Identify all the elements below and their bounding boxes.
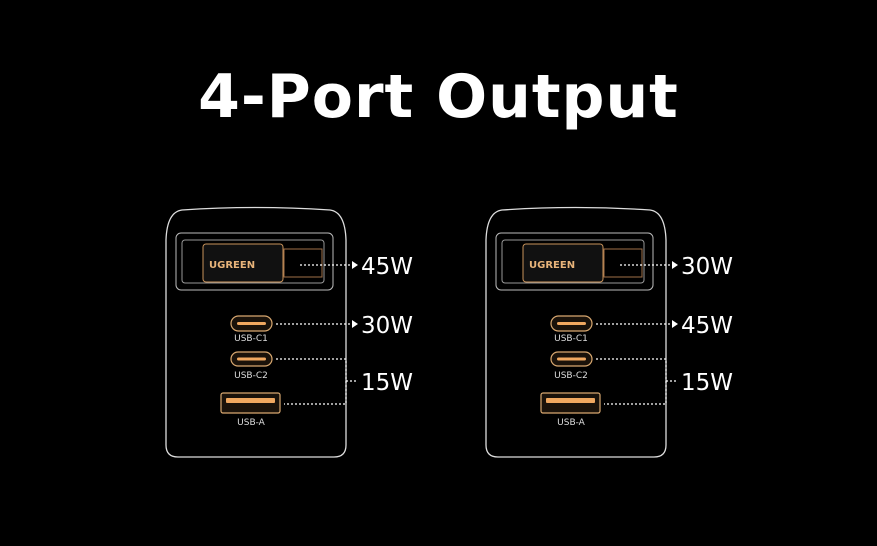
cable-slot-inner bbox=[181, 239, 325, 284]
charger-diagram: UGREEN 30W USB-C1 45W USB-C2 USB-A 15W bbox=[485, 206, 733, 458]
cable-slot-inner bbox=[501, 239, 645, 284]
shared-bracket bbox=[276, 358, 358, 405]
shared-bracket bbox=[596, 358, 678, 405]
page-title: 4-Port Output bbox=[198, 62, 679, 132]
cable-slot-outer bbox=[495, 232, 654, 291]
cable-watt: 30W bbox=[681, 254, 733, 280]
brand-logo: UGREEN bbox=[529, 260, 575, 271]
shared-watt: 15W bbox=[361, 370, 413, 396]
usb-c2-label: USB-C2 bbox=[234, 371, 268, 381]
cable-plug-body bbox=[522, 243, 604, 283]
shared-watt: 15W bbox=[681, 370, 733, 396]
charger-diagram: UGREEN 45W USB-C1 30W USB-C2 USB-A 15W bbox=[165, 206, 413, 458]
cable-plug-body bbox=[202, 243, 284, 283]
cable-connector bbox=[283, 248, 323, 278]
usb-a-label: USB-A bbox=[557, 418, 586, 428]
usb-c1-label: USB-C1 bbox=[234, 334, 268, 344]
usb-c1-label: USB-C1 bbox=[554, 334, 588, 344]
cable-watt: 45W bbox=[361, 254, 413, 280]
brand-logo: UGREEN bbox=[209, 260, 255, 271]
c1-watt: 30W bbox=[361, 313, 413, 339]
cable-connector bbox=[603, 248, 643, 278]
usb-c2-label: USB-C2 bbox=[554, 371, 588, 381]
usb-a-label: USB-A bbox=[237, 418, 266, 428]
charger-body bbox=[485, 206, 667, 458]
charger-body bbox=[165, 206, 347, 458]
c1-watt: 45W bbox=[681, 313, 733, 339]
cable-slot-outer bbox=[175, 232, 334, 291]
